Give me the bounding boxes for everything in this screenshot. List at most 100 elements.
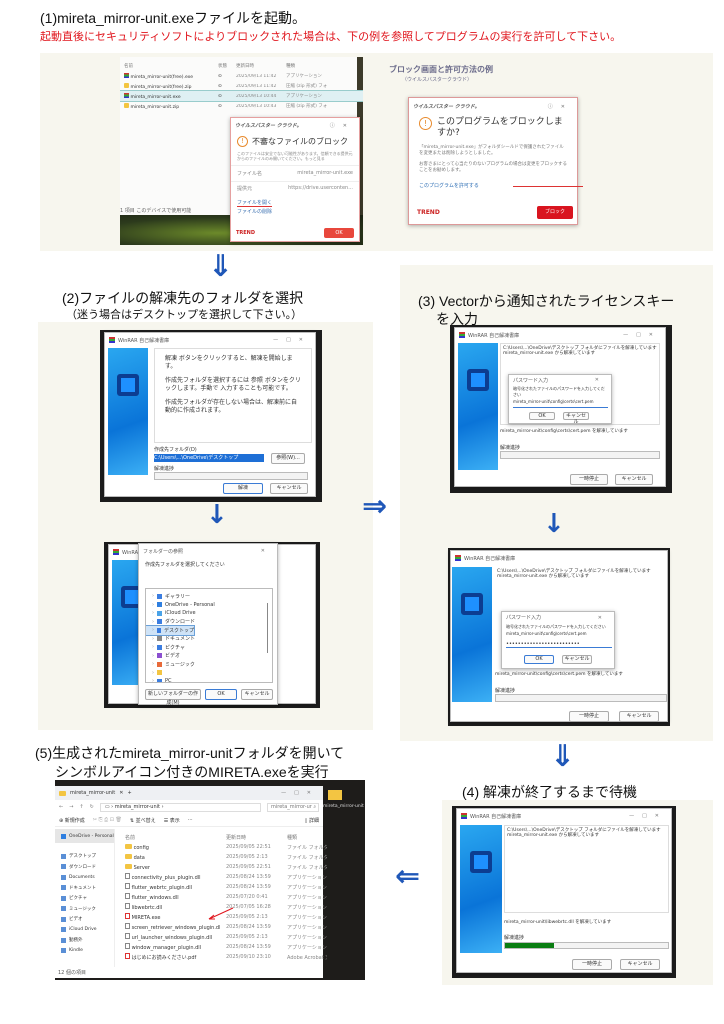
extract-button[interactable]: 解凍 [223,483,263,494]
folder-icon [157,627,161,633]
close-icon[interactable]: ✕ [594,377,607,383]
nav-item[interactable]: ビデオ [55,914,114,925]
file-row[interactable]: mireta_mirror-unit(free).exe⊙2025/09/13 … [120,71,363,81]
folder-tree-item[interactable]: ›デスクトップ [146,625,195,636]
folder-tree-item[interactable]: ›ミュージック [152,661,195,668]
folder-tree-item[interactable]: ›PC [152,678,172,683]
open-file-link[interactable]: ファイルを開く [237,200,273,207]
close-icon[interactable]: ✕ [597,614,610,621]
allow-program-link[interactable]: このプログラムを許可する [419,183,479,189]
arrow-down-icon: ⇓ [208,249,234,284]
ok-button[interactable]: OK [529,412,555,420]
nav-icon [61,874,66,880]
tab-folder[interactable]: mireta_mirror-unit [70,790,116,796]
password-input[interactable]: ••••••••••••••••••••••••• [506,641,612,648]
cancel-button[interactable]: キャンセル [619,711,659,722]
browse-button[interactable]: 参照(W)... [271,453,305,464]
sort-button[interactable]: ⇅ 並べ替え [129,817,156,824]
cancel-button[interactable]: キャンセル [620,959,660,970]
ok-button[interactable]: OK [524,655,554,664]
details-button[interactable]: ▯ 詳細 [304,817,319,824]
file-type: アプリケーション [286,74,322,79]
warning-icon: ! [237,136,248,147]
nav-item[interactable]: Kindle [55,946,114,957]
folder-tree-item[interactable]: ›ドキュメント [152,635,196,643]
ok-button[interactable]: OK [324,228,354,238]
toolbar-icons[interactable]: ✂ ⎘ ⎙ ⊡ 🗑 [92,817,122,823]
nav-item[interactable]: ドキュメント [55,883,114,894]
cancel-button[interactable]: キャンセル [562,655,592,664]
file-row[interactable]: mireta_mirror-unit(free).zip⊙2025/09/13 … [120,81,363,91]
cancel-button[interactable]: キャンセル [615,474,653,485]
search-box[interactable]: mireta_mirror-ur ⌕ [267,802,319,812]
more-icon[interactable]: ··· [187,817,193,823]
pause-button[interactable]: 一時停止 [569,711,609,722]
window-title: WinRAR 自己解凍書庫 [468,332,520,339]
refresh-icon[interactable]: ↻ [89,804,94,810]
nav-item[interactable]: ミュージック [55,904,114,915]
cancel-button[interactable]: キャンセル [270,483,308,494]
window-controls[interactable]: —□✕ [281,790,319,796]
cancel-button[interactable]: キャンセル [563,412,589,425]
folder-tree-item[interactable]: ›ダウンロード [152,618,196,626]
scrollbar[interactable] [266,603,268,653]
folder-tree-item[interactable]: ›iCloud Drive [152,610,196,617]
file-icon [125,873,130,879]
nav-item[interactable]: iCloud Drive [55,925,114,936]
winrar-window-password-empty: WinRAR 自己解凍書庫—□✕ C:\Users\...\OneDrive\デ… [454,327,666,487]
up-icon[interactable]: ↑ [79,804,84,810]
new-folder-button[interactable]: 新しいフォルダーの作成(M) [145,689,201,706]
trend-logo: TREND [236,230,256,236]
close-icon[interactable]: ✕ [260,548,273,554]
pause-button[interactable]: 一時停止 [572,959,612,970]
nav-item[interactable]: 勤務外 [55,935,114,946]
view-button[interactable]: ☰ 表示 [163,817,180,824]
folder-tree-item[interactable]: ›OneDrive - Personal [152,601,215,608]
new-button[interactable]: ⊕ 新規作成 [59,817,85,824]
delete-file-link[interactable]: ファイルの削除 [237,209,273,215]
folder-tree-item[interactable]: ›ビデオ [152,652,181,660]
step1-panel: 名前状態更新日時種類 mireta_mirror-unit(free).exe⊙… [40,53,713,251]
nav-item[interactable]: OneDrive - Personal [55,829,114,843]
folder-tree-item[interactable]: ›ピクチャ [152,644,185,651]
close-icon[interactable]: ⓘ✕ [547,103,573,110]
close-icon[interactable]: ⓘ✕ [329,122,355,129]
nav-item[interactable]: ダウンロード [55,862,114,873]
window-controls[interactable]: —□✕ [623,332,661,338]
ok-button[interactable]: OK [205,689,237,700]
folder-tree-item[interactable]: ›ギャラリー [152,593,191,600]
nav-icon [61,833,66,839]
nav-item[interactable]: Documents [55,872,114,883]
window-controls[interactable]: —□✕ [273,337,311,343]
nav-item[interactable]: デスクトップ [55,851,114,862]
address-bar[interactable]: ▭ › mireta_mirror-unit › [99,802,261,812]
red-underline [513,186,583,187]
folder-tree[interactable]: ›ギャラリー›OneDrive - Personal›iCloud Drive›… [145,588,273,683]
step2-subtitle: （迷う場合はデスクトップを選択して下さい。） [66,308,303,321]
pause-button[interactable]: 一時停止 [570,474,608,485]
window-controls[interactable]: —□✕ [629,813,667,819]
dest-input[interactable]: C:\Users\...\OneDrive\デスクトップ [154,454,264,462]
block-button[interactable]: ブロック [537,206,573,219]
folder-tree-item[interactable]: › [146,669,272,678]
password-input[interactable] [513,402,608,408]
cancel-button[interactable]: キャンセル [241,689,273,700]
forward-icon[interactable]: → [69,804,74,810]
nav-item[interactable]: ピクチャ [55,893,114,904]
back-icon[interactable]: ← [59,804,64,810]
